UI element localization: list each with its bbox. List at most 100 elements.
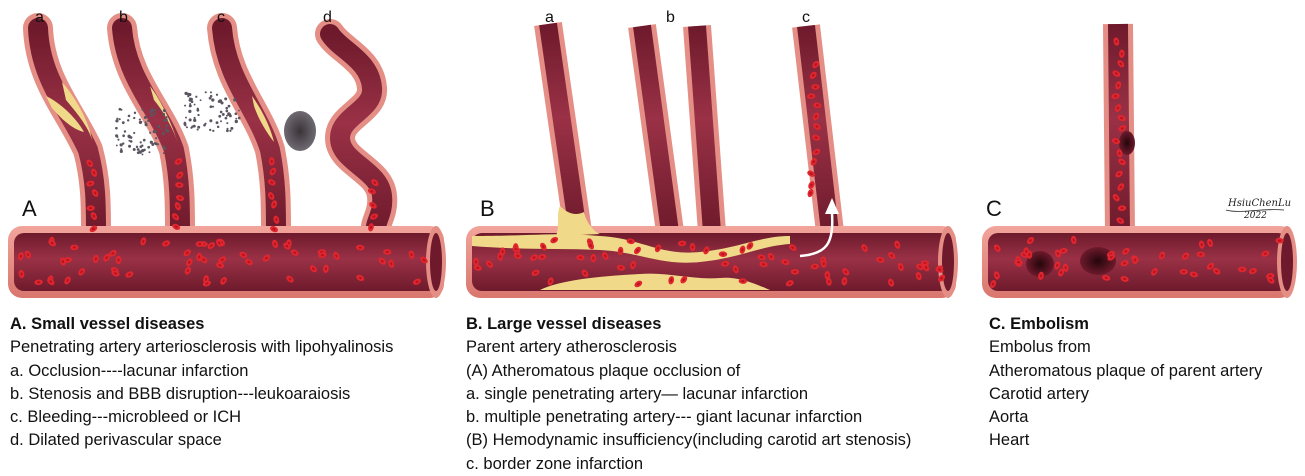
leak-dot xyxy=(229,130,231,132)
caption-c-line: Embolus from xyxy=(989,336,1262,359)
leak-dot xyxy=(136,146,138,148)
leak-dot xyxy=(194,117,196,119)
leak-dot xyxy=(216,94,218,96)
leak-dot xyxy=(188,110,191,113)
caption-a-line: Penetrating artery arteriosclerosis with… xyxy=(10,336,393,359)
leak-dot xyxy=(139,145,142,148)
leak-dot xyxy=(133,132,135,134)
leak-dot xyxy=(190,98,193,101)
leak-dot xyxy=(142,154,144,156)
leak-dot xyxy=(234,99,236,101)
caption-a: A. Small vessel diseases Penetrating art… xyxy=(10,313,393,453)
leak-dot xyxy=(128,140,130,142)
leak-dot xyxy=(165,124,168,127)
leak-dot xyxy=(120,150,123,153)
panel-a-letter: A xyxy=(22,196,37,221)
leak-dot xyxy=(144,116,147,119)
branch-b-b2 xyxy=(697,26,712,232)
artist-signature-year: 2022 xyxy=(1243,211,1267,221)
leak-dot xyxy=(151,108,154,111)
leak-dot xyxy=(153,130,156,133)
leak-dot xyxy=(227,128,229,130)
leak-dot xyxy=(185,117,187,119)
red-blood-cell xyxy=(1027,250,1033,258)
leak-dot xyxy=(122,121,125,124)
leak-dot xyxy=(238,117,241,120)
leak-dot xyxy=(187,93,190,96)
leak-dot xyxy=(154,142,156,144)
caption-a-line: d. Dilated perivascular space xyxy=(10,429,393,452)
leak-dot xyxy=(149,132,151,134)
leak-dot xyxy=(127,119,129,121)
leak-dot xyxy=(197,126,200,129)
leak-dot xyxy=(226,115,228,117)
panel-b-letter: B xyxy=(480,196,495,221)
leak-dot xyxy=(155,137,157,139)
leak-dot xyxy=(197,114,199,116)
leak-dot xyxy=(220,111,223,114)
leak-dot xyxy=(209,119,212,122)
caption-c-line: Atheromatous plaque of parent artery xyxy=(989,360,1262,383)
leak-dot xyxy=(234,112,237,115)
leak-dot xyxy=(205,91,207,93)
leak-dot xyxy=(193,119,196,122)
caption-b-line: (A) Atheromatous plaque occlusion of xyxy=(466,360,911,383)
leak-dot xyxy=(218,115,221,118)
leak-dot xyxy=(225,117,228,120)
branch-label-b-b: b xyxy=(666,9,675,26)
leak-dot xyxy=(128,145,131,148)
red-blood-cell xyxy=(70,245,78,251)
leak-dot xyxy=(203,124,206,127)
leak-dot xyxy=(133,148,136,151)
leak-dot xyxy=(195,96,197,98)
leak-dot xyxy=(120,109,122,111)
leak-dot xyxy=(210,95,213,98)
leak-dot xyxy=(184,105,186,107)
panel-a-vessels xyxy=(8,28,446,298)
leak-dot xyxy=(115,119,118,122)
leak-dot xyxy=(122,142,124,144)
leak-dot xyxy=(226,129,229,132)
leak-dot xyxy=(226,122,228,124)
leak-dot xyxy=(141,108,143,110)
red-blood-cell xyxy=(811,84,819,90)
leak-dot xyxy=(117,139,119,141)
leak-dot xyxy=(154,109,156,111)
leak-dot xyxy=(166,129,169,132)
caption-a-line: c. Bleeding---microbleed or ICH xyxy=(10,406,393,429)
leak-dot xyxy=(186,126,188,128)
leak-dot xyxy=(161,128,163,130)
leak-dot xyxy=(128,115,131,118)
leak-dot xyxy=(150,141,153,144)
leak-dot xyxy=(115,134,118,137)
leak-dot xyxy=(189,118,192,121)
branch-label-b-c: c xyxy=(802,9,810,26)
leak-dot xyxy=(137,148,140,151)
leak-dot xyxy=(145,123,148,126)
panel-c-letter: C xyxy=(986,196,1002,221)
branch-label-c: c xyxy=(217,9,225,26)
leak-dot xyxy=(200,99,202,101)
caption-c: C. Embolism Embolus from Atheromatous pl… xyxy=(989,313,1262,453)
leak-dot xyxy=(162,113,165,116)
caption-b-title: B. Large vessel diseases xyxy=(466,313,911,336)
caption-a-title: A. Small vessel diseases xyxy=(10,313,393,336)
leak-dot xyxy=(133,117,135,119)
caption-a-line: a. Occlusion----lacunar infarction xyxy=(10,360,393,383)
leak-dot xyxy=(212,130,214,132)
leak-dot xyxy=(227,112,230,115)
leak-dot xyxy=(211,98,214,101)
leak-dot xyxy=(210,91,212,93)
leak-dot xyxy=(226,110,229,113)
leak-dot xyxy=(194,104,196,106)
leak-dot xyxy=(154,112,156,114)
caption-b-line: a. single penetrating artery— lacunar in… xyxy=(466,383,911,406)
caption-b-line: b. multiple penetrating artery--- giant … xyxy=(466,406,911,429)
leak-dot xyxy=(162,145,164,147)
artist-signature: HsiuChenLu xyxy=(1227,198,1291,209)
leak-dot xyxy=(238,110,240,112)
leak-dot xyxy=(166,116,168,118)
leak-dot xyxy=(217,126,219,128)
leak-dot xyxy=(228,105,231,108)
leak-dot xyxy=(139,118,141,120)
